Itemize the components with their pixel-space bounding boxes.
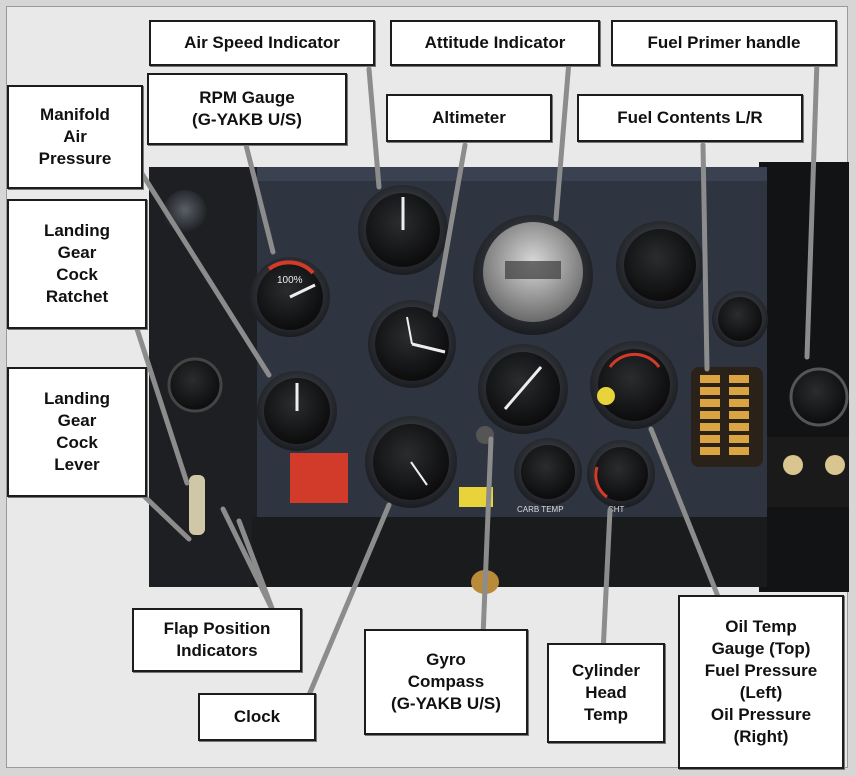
- leader-attitude: [553, 58, 572, 222]
- cht-gauge-face: CHT: [587, 440, 655, 514]
- label-fuel-primer-handle: Fuel Primer handle: [611, 20, 837, 66]
- oil-temp-gauge-face: [590, 341, 678, 429]
- leader-clock: [306, 502, 392, 698]
- instrument-panel-photo: 100%: [149, 162, 849, 594]
- airspeed-gauge-face: [358, 185, 448, 275]
- label-cylinder-head-temp: Cylinder Head Temp: [547, 643, 665, 743]
- leader-manifold: [136, 166, 272, 378]
- label-fuel-contents: Fuel Contents L/R: [577, 94, 803, 142]
- carb-temp-gauge-face: CARB TEMP: [514, 438, 582, 514]
- label-clock: Clock: [198, 693, 316, 741]
- carb-temp-text: CARB TEMP: [517, 505, 564, 514]
- altimeter-gauge-face: [368, 300, 456, 388]
- label-rpm-gauge: RPM Gauge (G-YAKB U/S): [147, 73, 347, 145]
- leader-air-speed: [366, 66, 382, 190]
- leader-lines: [134, 58, 820, 698]
- leader-ratchet: [134, 326, 190, 486]
- label-attitude-indicator: Attitude Indicator: [390, 20, 600, 66]
- label-altimeter: Altimeter: [386, 94, 552, 142]
- yellow-placard: [459, 487, 493, 507]
- leader-flap-2: [236, 518, 276, 614]
- leader-oil: [648, 426, 722, 602]
- red-placard: [290, 453, 348, 503]
- cht-text: CHT: [608, 505, 625, 514]
- gyro-compass-face: [476, 344, 568, 444]
- leader-rpm: [242, 138, 276, 255]
- manifold-gauge-face: [257, 371, 337, 451]
- rpm-gauge-face: 100%: [250, 257, 330, 337]
- glare-shield: [257, 167, 767, 181]
- leader-fuel-primer: [804, 58, 820, 360]
- left-small-gauge: [167, 357, 223, 413]
- leader-gear-lever: [142, 494, 192, 542]
- fuel-contents-lamps: [691, 367, 763, 467]
- label-landing-gear-cock-ratchet: Landing Gear Cock Ratchet: [7, 199, 147, 329]
- leader-cht: [600, 507, 613, 656]
- attitude-indicator-face: [473, 215, 593, 335]
- lower-panel: [252, 517, 767, 587]
- clock-face: [365, 416, 457, 508]
- label-oil-temp-fuel-oil-pressure: Oil Temp Gauge (Top) Fuel Pressure (Left…: [678, 595, 844, 769]
- label-flap-position-indicators: Flap Position Indicators: [132, 608, 302, 672]
- label-air-speed-indicator: Air Speed Indicator: [149, 20, 375, 66]
- gear-lever-shape: [189, 475, 205, 535]
- label-landing-gear-cock-lever: Landing Gear Cock Lever: [7, 367, 147, 497]
- label-manifold-air-pressure: Manifold Air Pressure: [7, 85, 143, 189]
- leader-fuel-contents: [700, 142, 710, 372]
- right-console-gauge: [789, 367, 849, 427]
- leader-gyro: [480, 436, 494, 640]
- diagram-frame: 100%: [6, 6, 849, 769]
- rpm-pct-text: 100%: [277, 275, 303, 286]
- label-gyro-compass: Gyro Compass (G-YAKB U/S): [364, 629, 528, 735]
- leader-altimeter: [432, 142, 468, 318]
